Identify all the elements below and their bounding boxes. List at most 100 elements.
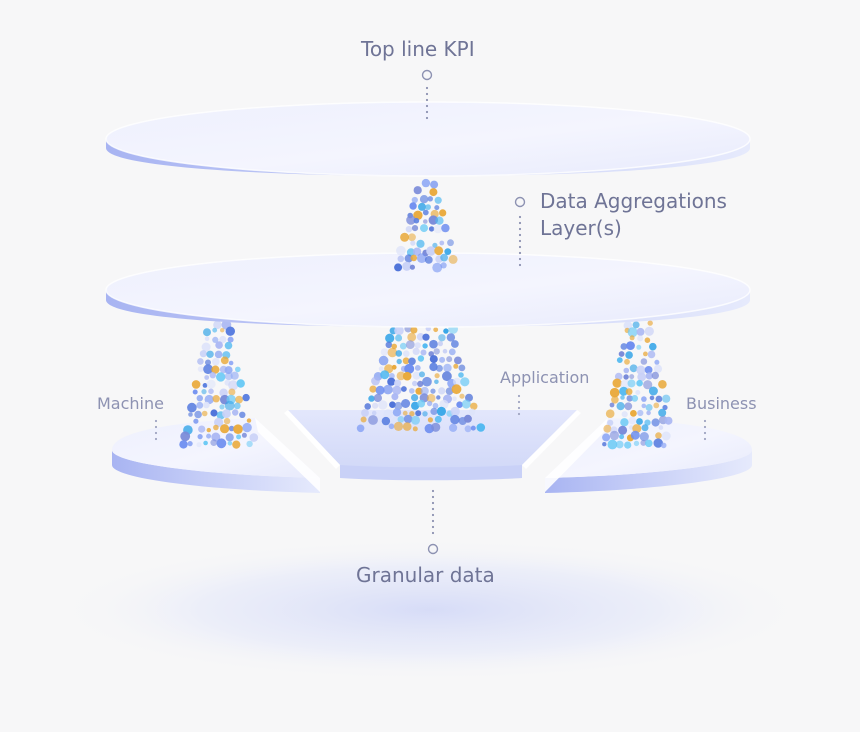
data-point-dot <box>448 348 456 356</box>
data-point-dot <box>212 336 219 343</box>
data-point-dot <box>206 433 212 439</box>
floor-shadow <box>50 538 810 682</box>
data-point-dot <box>623 374 629 380</box>
data-point-dot <box>227 336 234 343</box>
data-point-dot <box>220 424 230 434</box>
data-point-dot <box>228 388 236 396</box>
data-point-dot <box>453 363 459 369</box>
data-point-dot <box>198 425 206 433</box>
data-point-dot <box>191 380 201 389</box>
data-point-dot <box>442 371 452 382</box>
data-point-dot <box>387 347 398 358</box>
application-label: Application <box>500 368 590 387</box>
data-point-dot <box>235 395 244 404</box>
data-point-dot <box>214 417 224 427</box>
data-point-dot <box>427 417 433 423</box>
data-point-dot <box>643 380 653 390</box>
data-point-dot <box>421 178 431 188</box>
data-point-dot <box>609 387 620 398</box>
data-point-dot <box>228 425 235 432</box>
data-point-dot <box>397 255 405 263</box>
data-point-dot <box>651 418 660 427</box>
data-point-dot <box>453 377 461 386</box>
data-point-dot <box>361 409 369 417</box>
data-point-dot <box>454 356 462 365</box>
data-point-dot <box>216 372 226 382</box>
data-point-dot <box>206 427 211 433</box>
data-point-dot <box>412 371 421 380</box>
data-point-dot <box>431 422 441 432</box>
data-point-dot <box>204 375 210 380</box>
data-point-dot <box>629 364 638 373</box>
data-point-dot <box>236 434 242 440</box>
data-point-dot <box>388 373 395 379</box>
data-point-dot <box>626 341 635 350</box>
data-point-dot <box>629 374 635 380</box>
data-point-dot <box>224 366 233 375</box>
data-point-dot <box>246 440 253 448</box>
granular-data-label: Granular data <box>356 563 495 587</box>
data-point-dot <box>641 403 647 409</box>
data-point-dot <box>210 409 218 417</box>
data-point-dot <box>230 371 239 380</box>
data-point-dot <box>241 432 247 438</box>
data-point-dot <box>233 424 243 435</box>
data-point-dot <box>232 409 239 416</box>
data-point-dot <box>213 424 219 431</box>
data-point-dot <box>206 379 216 389</box>
data-point-dot <box>210 439 218 446</box>
data-point-dot <box>392 385 402 395</box>
top-kpi-connector <box>421 69 433 125</box>
data-point-dot <box>356 424 365 433</box>
data-point-dot <box>460 377 470 387</box>
data-point-dot <box>648 386 658 396</box>
data-point-dot <box>628 416 637 425</box>
data-point-dot <box>444 248 452 256</box>
data-point-dot <box>411 225 419 232</box>
data-point-dot <box>410 326 418 334</box>
data-point-dot <box>626 395 633 402</box>
data-point-dot <box>437 341 443 347</box>
data-point-dot <box>414 342 421 349</box>
data-point-dot <box>658 425 664 430</box>
data-point-dot <box>405 340 415 349</box>
bottom-layer-left-segment <box>112 418 320 493</box>
data-point-dot <box>641 424 649 432</box>
data-point-dot <box>615 440 624 449</box>
data-point-dot <box>220 356 229 365</box>
data-point-dot <box>424 256 433 264</box>
data-point-dot <box>391 393 399 401</box>
data-point-dot <box>435 216 444 225</box>
data-point-dot <box>403 350 410 358</box>
data-point-dot <box>209 372 216 379</box>
data-point-dot <box>645 372 653 380</box>
data-point-dot <box>644 326 654 336</box>
data-point-dot <box>373 393 382 403</box>
data-point-dot <box>410 240 416 246</box>
data-point-dot <box>434 205 440 211</box>
data-point-dot <box>418 202 426 211</box>
data-point-dot <box>647 350 656 359</box>
data-point-dot <box>394 379 402 387</box>
business-label: Business <box>686 394 757 413</box>
data-point-dot <box>403 414 413 424</box>
data-point-dot <box>468 408 476 416</box>
data-point-dot <box>616 357 623 363</box>
data-point-dot <box>201 389 207 395</box>
data-point-dot <box>224 341 233 350</box>
data-point-dot <box>602 433 611 442</box>
data-point-dot <box>440 262 447 269</box>
data-point-dot <box>225 433 234 442</box>
data-point-dot <box>416 239 425 248</box>
data-point-dot <box>434 196 442 204</box>
data-point-dot <box>423 219 428 224</box>
data-point-dot <box>639 432 649 442</box>
data-point-dot <box>661 431 671 441</box>
data-point-dot <box>368 415 378 425</box>
data-point-dot <box>385 341 393 349</box>
middle-disc <box>105 252 751 328</box>
data-point-dot <box>620 343 628 350</box>
data-point-dot <box>418 424 426 432</box>
data-point-dot <box>449 423 458 432</box>
